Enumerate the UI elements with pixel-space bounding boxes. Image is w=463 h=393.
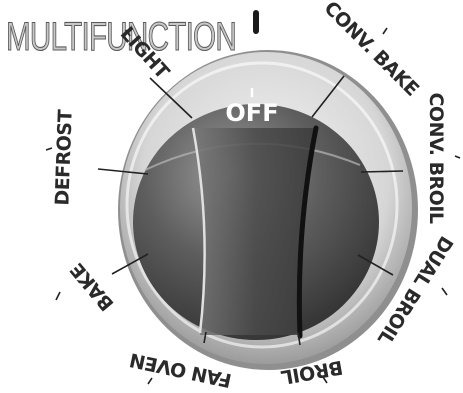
dial-title: MULTIFUNCTION (6, 15, 236, 59)
pointer-bake (111, 253, 149, 275)
outer-tick-marks (45, 27, 461, 385)
pointer-broil (297, 331, 301, 346)
label-defrost: DEFROST (51, 109, 76, 206)
label-conv-broil: CONV. BROIL (425, 92, 447, 223)
label-bake: BAKE (66, 259, 118, 315)
pointer-fan-oven (203, 331, 207, 344)
dial-knob[interactable] (133, 104, 379, 340)
pointer-light (149, 77, 193, 119)
pointer-conv-bake (311, 75, 345, 118)
top-indicator-mark (253, 10, 259, 34)
pointer-conv-broil (360, 170, 404, 173)
off-position-marker: OFF (225, 88, 279, 127)
pointer-dual-broil (357, 254, 394, 276)
off-label: OFF (225, 99, 278, 127)
pointer-defrost (97, 168, 149, 175)
position-pointer-lines (97, 75, 404, 346)
knob-pointer-line (296, 125, 319, 339)
